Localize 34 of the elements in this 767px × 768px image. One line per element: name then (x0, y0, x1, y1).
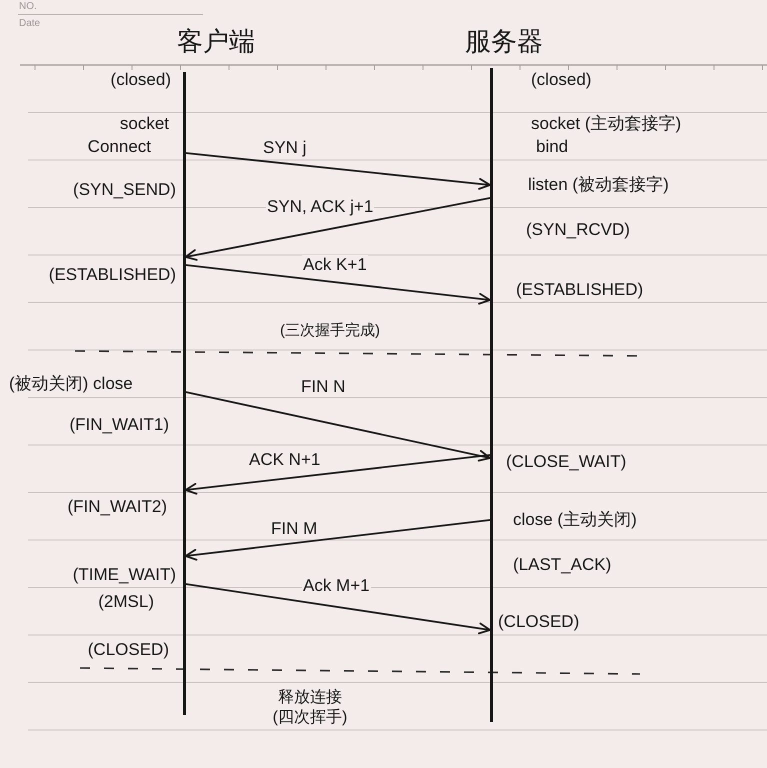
state-label: (SYN_SEND) (72, 180, 177, 200)
state-label: (closed) (110, 70, 172, 90)
lifeline (490, 68, 492, 722)
lifeline-heading: 服务器 (464, 26, 544, 56)
lifeline-heading: 客户端 (176, 26, 256, 56)
call-label: socket (主动套接字) (530, 114, 682, 134)
arrow (184, 454, 491, 495)
arrow (184, 583, 491, 634)
state-label: (CLOSE_WAIT) (505, 452, 628, 472)
state-label: (LAST_ACK) (512, 555, 612, 575)
state-label: (CLOSED) (86, 640, 170, 660)
state-label: (FIN_WAIT1) (68, 415, 170, 435)
call-label: listen (被动套接字) (527, 175, 670, 195)
note-text: 释放连接 (277, 688, 343, 707)
arrow (184, 391, 491, 462)
call-label: (被动关闭) close (8, 374, 134, 394)
state-label: (ESTABLISHED) (48, 265, 177, 285)
state-label: (2MSL) (97, 592, 155, 612)
state-label: (CLOSED) (497, 612, 580, 632)
arrow (184, 519, 491, 561)
note-text: (四次挥手) (272, 708, 348, 727)
state-label: (ESTABLISHED) (515, 280, 644, 300)
edge-label: SYN, ACK j+1 (266, 197, 374, 217)
state-label: (SYN_RCVD) (525, 220, 631, 240)
arrow (184, 264, 491, 305)
arrow (184, 152, 491, 190)
edge-label: SYN j (262, 138, 308, 158)
state-label: (closed) (530, 70, 592, 90)
arrow (184, 197, 491, 261)
lifeline (183, 72, 186, 715)
call-label: close (主动关闭) (512, 510, 638, 530)
state-label: (FIN_WAIT2) (66, 497, 168, 517)
note-text: (三次握手完成) (279, 322, 381, 340)
state-label: (TIME_WAIT) (72, 565, 177, 585)
